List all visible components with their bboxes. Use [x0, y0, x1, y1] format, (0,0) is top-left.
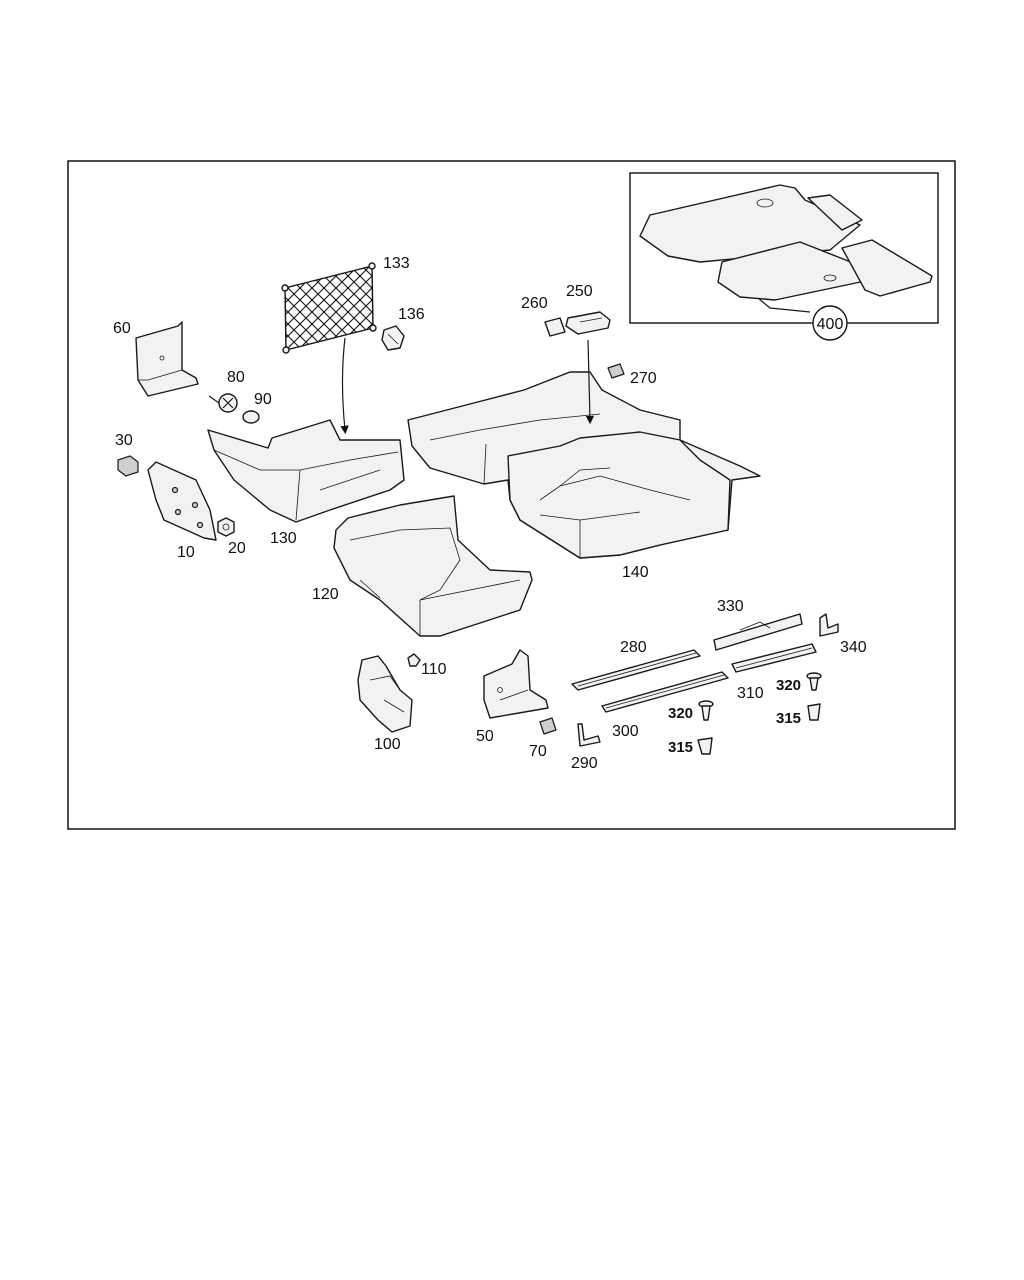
label-50: 50	[476, 728, 494, 745]
label-250: 250	[566, 283, 593, 300]
floor-mat-inset: 400	[629, 172, 939, 341]
label-110: 110	[421, 661, 447, 678]
label-133: 133	[383, 255, 410, 272]
label-315a: 315	[668, 739, 693, 756]
clip-270	[607, 363, 625, 379]
fastener-315a	[697, 737, 713, 755]
plate-10	[147, 461, 217, 541]
label-120: 120	[312, 586, 339, 603]
label-300: 300	[612, 723, 639, 740]
front-carpet-120	[333, 495, 533, 637]
label-310: 310	[737, 685, 764, 702]
nut-20	[217, 517, 235, 537]
sill-strip-300	[601, 671, 729, 713]
label-340: 340	[840, 639, 867, 656]
main-carpet-140	[407, 339, 761, 559]
cargo-net	[281, 262, 377, 435]
cover-260	[544, 317, 566, 337]
label-270: 270	[630, 370, 657, 387]
fastener-320b	[806, 672, 822, 691]
label-320a: 320	[668, 705, 693, 722]
clip-110	[407, 653, 421, 667]
label-90: 90	[254, 391, 272, 408]
label-330: 330	[717, 598, 744, 615]
net-hook	[381, 325, 405, 351]
label-400: 400	[817, 316, 844, 333]
clip-340	[819, 613, 839, 637]
clip-290	[577, 723, 601, 747]
label-140: 140	[622, 564, 649, 581]
screw-80	[208, 393, 238, 413]
sill-strip-280	[571, 649, 701, 691]
callout-400	[812, 305, 848, 341]
label-20: 20	[228, 540, 246, 557]
clip-30	[117, 455, 139, 477]
clip-70	[539, 717, 557, 735]
sill-strip-330	[713, 613, 803, 651]
label-60: 60	[113, 320, 131, 337]
label-315b: 315	[776, 710, 801, 727]
label-290: 290	[571, 755, 598, 772]
sill-strip-310	[731, 643, 817, 673]
label-320b: 320	[776, 677, 801, 694]
fastener-320a	[698, 700, 714, 721]
label-100: 100	[374, 736, 401, 753]
label-130: 130	[270, 530, 297, 547]
bracket-50	[483, 649, 549, 719]
handle-250	[565, 311, 611, 335]
label-30: 30	[115, 432, 133, 449]
cap-90	[242, 410, 260, 424]
label-260: 260	[521, 295, 548, 312]
label-80: 80	[227, 369, 245, 386]
bracket-100	[357, 655, 413, 733]
diagram-frame	[67, 160, 956, 830]
label-70: 70	[529, 743, 547, 760]
bracket-60	[135, 321, 199, 397]
label-10: 10	[177, 544, 195, 561]
label-280: 280	[620, 639, 647, 656]
fastener-315b	[807, 703, 821, 721]
side-carpet-130	[207, 419, 405, 523]
label-136: 136	[398, 306, 425, 323]
